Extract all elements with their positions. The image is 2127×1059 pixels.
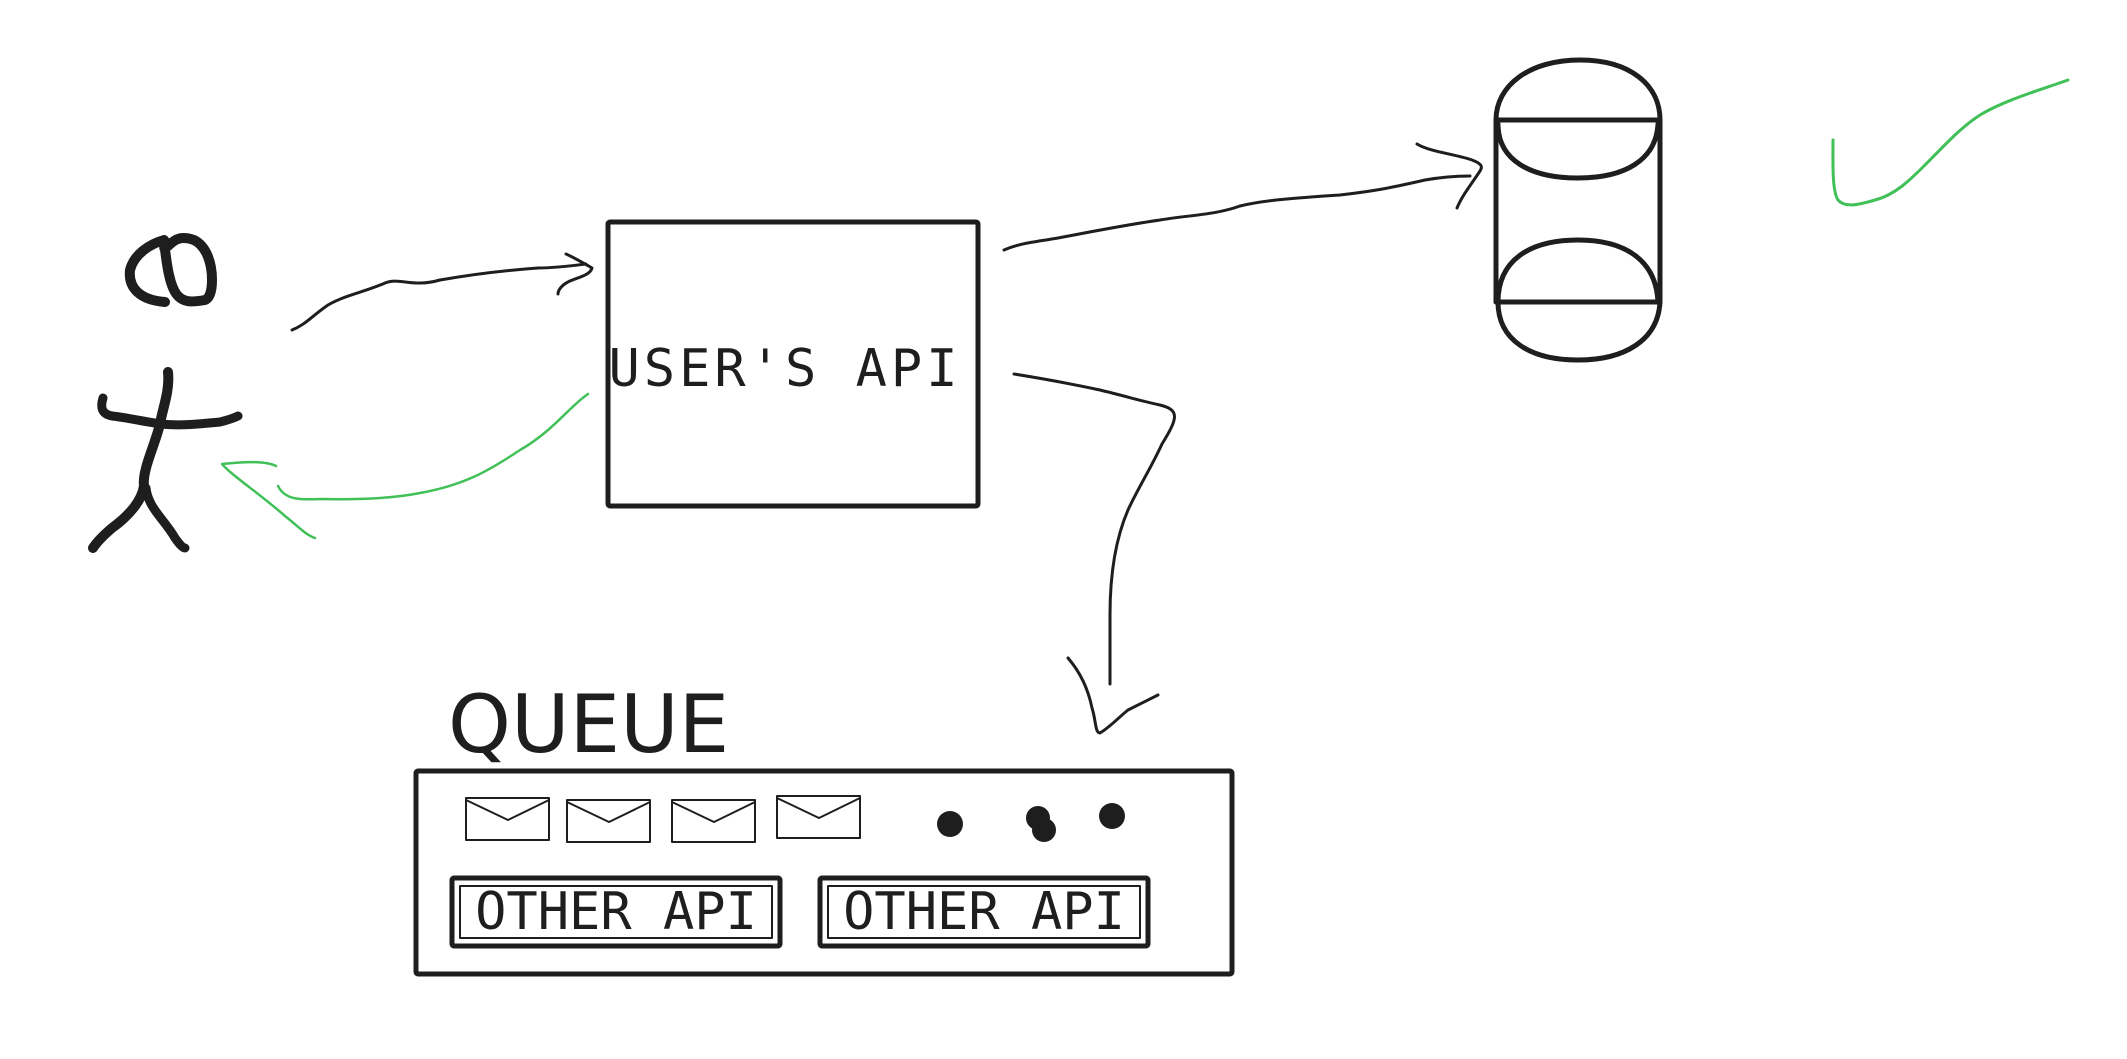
queue-box: OTHER API OTHER API xyxy=(413,768,1235,977)
queue-arrow xyxy=(1012,372,1176,735)
request-arrow xyxy=(290,252,594,332)
response-arrow xyxy=(220,392,590,540)
users-api-label: USER'S API xyxy=(608,339,961,399)
envelope-icon xyxy=(776,795,861,839)
users-api-box: USER'S API xyxy=(605,219,981,509)
other-api-box-2: OTHER API xyxy=(817,875,1151,949)
envelope-icon xyxy=(566,799,651,843)
user-stick-figure-icon xyxy=(88,233,243,553)
checkmark-icon xyxy=(1831,78,2070,207)
other-api-box-1: OTHER API xyxy=(449,875,783,949)
other-api-label-2: OTHER API xyxy=(843,882,1125,942)
envelope-icon xyxy=(671,799,756,843)
envelope-icon xyxy=(465,797,550,841)
other-api-label-1: OTHER API xyxy=(475,882,757,942)
database-icon xyxy=(1493,57,1663,363)
database-arrow xyxy=(1002,142,1483,252)
queue-title: QUEUE xyxy=(448,678,729,771)
ellipsis-dots xyxy=(937,803,1125,842)
